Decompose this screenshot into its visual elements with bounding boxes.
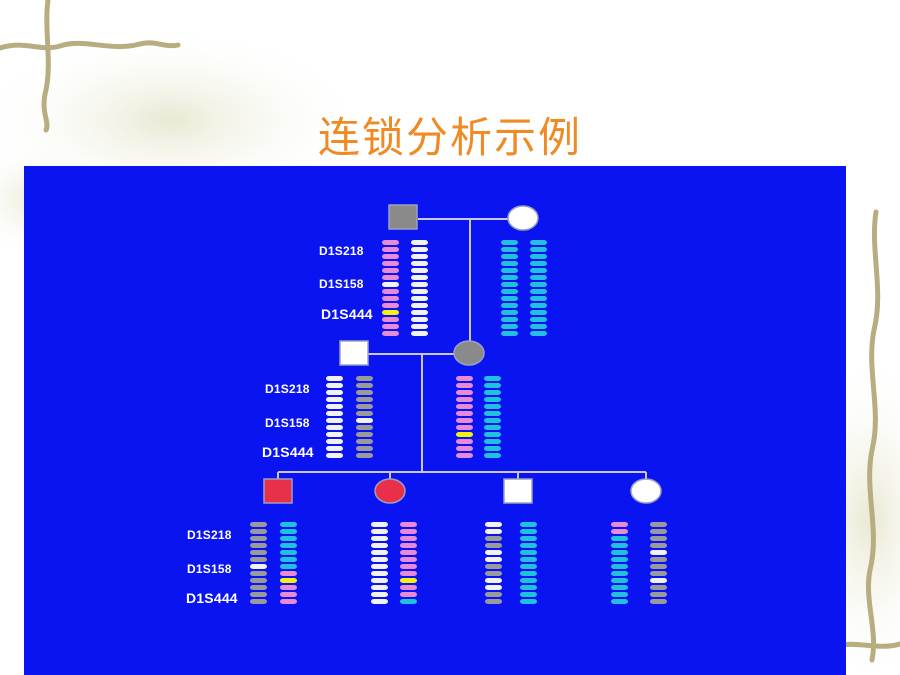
slide-title: 连锁分析示例 (317, 113, 582, 162)
chromosome-bar (530, 240, 547, 336)
unaffected-male-symbol (339, 340, 369, 366)
chromosome-bar (250, 522, 267, 604)
marker-label-d1s158: D1S158 (319, 277, 364, 291)
chromosome-bar (611, 522, 628, 604)
chromosome-bar (400, 522, 417, 604)
marker-label-d1s218: D1S218 (319, 244, 364, 258)
chromosome-bar (326, 376, 343, 458)
chromosome-bar (484, 376, 501, 458)
carrier-female-symbol (453, 340, 485, 366)
chromosome-bar (650, 522, 667, 604)
carrier-male-symbol (388, 204, 418, 230)
chromosome-bar (371, 522, 388, 604)
marker-label-d1s218: D1S218 (265, 382, 310, 396)
chromosome-bar (501, 240, 518, 336)
pedigree-panel: D1S218 D1S158 D1S444 D1S218 D1S158 D1S44… (24, 166, 846, 675)
chromosome-bar (280, 522, 297, 604)
chromosome-bar (356, 376, 373, 458)
chromosome-bar (456, 376, 473, 458)
affected-female-symbol (374, 478, 406, 504)
marker-label-d1s444: D1S444 (321, 306, 373, 322)
chromosome-bar (382, 240, 399, 336)
marker-label-d1s158: D1S158 (265, 416, 310, 430)
pedigree-chart (250, 204, 667, 604)
marker-label-d1s444: D1S444 (186, 590, 238, 606)
marker-label-d1s218: D1S218 (187, 528, 232, 542)
unaffected-female-symbol (630, 478, 662, 504)
chromosome-bar (411, 240, 428, 336)
unaffected-female-symbol (507, 205, 539, 231)
chromosome-bar (520, 522, 537, 604)
unaffected-male-symbol (503, 478, 533, 504)
affected-male-symbol (263, 478, 293, 504)
chromosome-bar (485, 522, 502, 604)
marker-label-d1s158: D1S158 (187, 562, 232, 576)
marker-label-d1s444: D1S444 (262, 444, 314, 460)
